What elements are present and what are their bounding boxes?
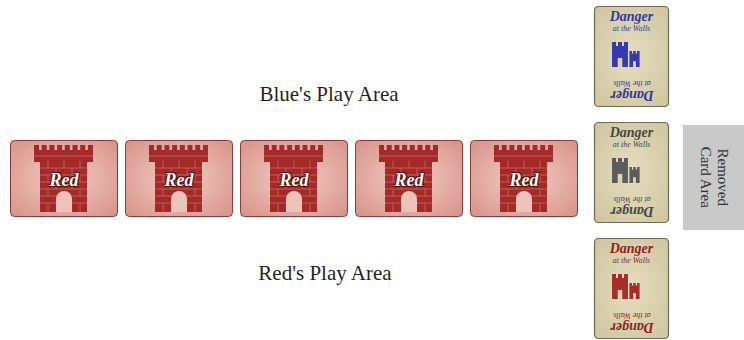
grey-tower-icon [629, 167, 639, 183]
blue-tower-icon [629, 51, 639, 67]
wall-card-face [126, 141, 233, 217]
danger-card-face [595, 239, 669, 339]
removed-card-area: Removed Card Area [683, 125, 744, 230]
wall-card-face [471, 141, 578, 217]
card-title: Danger at the Walls [606, 311, 658, 334]
play-area-label: Red's Play Area [258, 261, 391, 286]
danger-card-face [595, 123, 669, 223]
card-title: Danger at the Walls [606, 242, 658, 265]
wall-card-face [241, 141, 348, 217]
wall-card: Red [10, 140, 118, 217]
card-title: Danger at the Walls [606, 79, 658, 102]
grey-tower-icon [612, 158, 628, 183]
wall-card-face [356, 141, 463, 217]
wall-card: Red [240, 140, 348, 217]
wall-card: Red [470, 140, 578, 217]
area-label: Removed Card Area [696, 138, 731, 218]
wall-card: Red [355, 140, 463, 217]
card-label: Red [280, 170, 309, 191]
wall-cards [11, 141, 578, 217]
card-title: Danger at the Walls [606, 10, 658, 33]
tower-picture [149, 145, 208, 212]
wall-card-face [11, 141, 118, 217]
play-area-label: Blue's Play Area [259, 82, 398, 107]
card-title: Danger at the Walls [606, 126, 658, 149]
card-label: Red [510, 170, 539, 191]
blue-tower-icon [612, 42, 628, 67]
card-title: Danger at the Walls [606, 195, 658, 218]
tower-picture [264, 145, 323, 212]
danger-card: Danger at the WallsDanger at the Walls [594, 238, 669, 339]
tower-picture [494, 145, 553, 212]
danger-card-face [595, 7, 669, 107]
danger-card: Danger at the WallsDanger at the Walls [594, 6, 669, 107]
card-label: Red [395, 170, 424, 191]
wall-card: Red [125, 140, 233, 217]
card-label: Red [165, 170, 194, 191]
danger-cards [595, 7, 669, 339]
danger-card: Danger at the WallsDanger at the Walls [594, 122, 669, 223]
tower-picture [34, 145, 93, 212]
tower-picture [379, 145, 438, 212]
red-tower-icon [629, 283, 639, 299]
card-label: Red [50, 170, 79, 191]
red-tower-icon [612, 274, 628, 299]
